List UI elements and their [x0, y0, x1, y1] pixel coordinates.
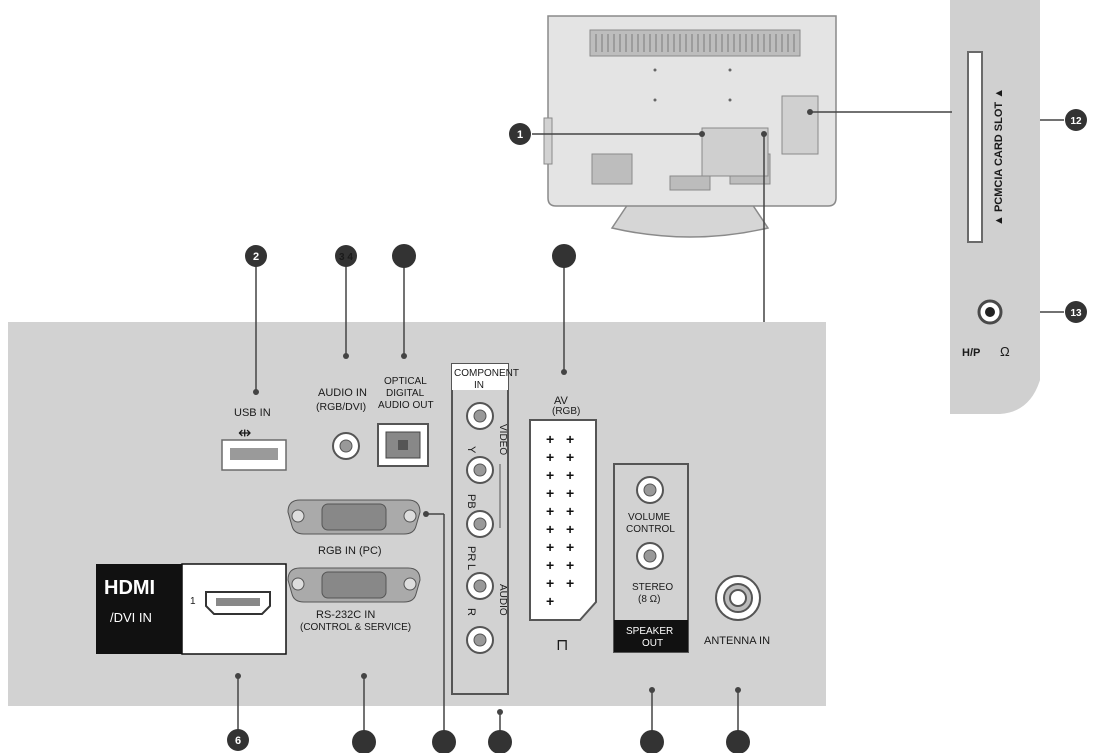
- hdmi-dvi-label: /DVI IN: [110, 610, 152, 625]
- callout-rgb: [432, 730, 456, 753]
- svg-text:+: +: [546, 431, 554, 447]
- av-sub: (RGB): [552, 406, 580, 417]
- callout-12-number: 12: [1070, 116, 1082, 127]
- svg-text:+: +: [566, 467, 574, 483]
- callout-3-4-number: 3 4: [339, 252, 353, 263]
- stereo-label-1: STEREO: [632, 582, 673, 593]
- callout-13: 13: [1065, 301, 1087, 323]
- optical-out-port: OPTICAL DIGITAL AUDIO OUT: [377, 376, 434, 467]
- comp-r-label: R: [465, 608, 477, 616]
- svg-text:+: +: [566, 557, 574, 573]
- rgb-in-label: RGB IN (PC): [318, 545, 382, 557]
- leader-lines-top: [532, 111, 1064, 322]
- hdmi-logo: HDMI: [104, 577, 155, 599]
- component-in-group: COMPONENT IN Y PB PR L R VIDEO AUDIO: [451, 363, 519, 695]
- svg-text:+: +: [546, 449, 554, 465]
- pcmcia-label: ▲ PCMCIA CARD SLOT ▲: [993, 88, 1005, 226]
- svg-text:+: +: [546, 575, 554, 591]
- comp-pb-label: PB: [465, 494, 477, 509]
- audio-in-label: AUDIO IN: [318, 387, 367, 399]
- tv-back-illustration: [543, 15, 837, 238]
- callout-3-4: 3 4: [335, 245, 357, 267]
- audio-in-sub: (RGB/DVI): [316, 401, 366, 413]
- svg-text:+: +: [566, 575, 574, 591]
- component-label-1: COMPONENT: [454, 368, 519, 379]
- callout-5: [392, 244, 416, 268]
- side-panel: ▲ PCMCIA CARD SLOT ▲ H/P Ω: [950, 0, 1040, 414]
- svg-text:+: +: [566, 521, 574, 537]
- antenna-in-port: ANTENNA IN: [704, 575, 770, 647]
- comp-y-label: Y: [465, 446, 477, 454]
- speaker-out-group: VOLUME CONTROL STEREO (8 Ω) SPEAKER OUT: [613, 463, 689, 653]
- rs232c-label: RS-232C IN: [316, 609, 375, 621]
- antenna-label: ANTENNA IN: [704, 635, 770, 647]
- comp-pr-label: PR: [465, 546, 477, 561]
- svg-text:+: +: [546, 539, 554, 555]
- svg-text:+: +: [566, 449, 574, 465]
- pcmcia-slot: [967, 51, 983, 243]
- callout-12: 12: [1065, 109, 1087, 131]
- hdmi-number: 1: [190, 596, 196, 607]
- svg-text:+: +: [566, 539, 574, 555]
- audio-in-port: AUDIO IN (RGB/DVI): [316, 387, 367, 460]
- leader-lines-panel: [237, 256, 739, 732]
- callout-13-number: 13: [1070, 308, 1082, 319]
- callout-component: [488, 730, 512, 753]
- callout-6-number: 6: [235, 735, 241, 747]
- optical-label-1: OPTICAL: [384, 376, 427, 387]
- svg-text:+: +: [546, 503, 554, 519]
- comp-audio-label: AUDIO: [497, 584, 508, 616]
- headphone-label: H/P: [962, 347, 980, 359]
- speaker-out-label-1: SPEAKER: [626, 626, 673, 637]
- hdmi-port: HDMI /DVI IN 1: [96, 563, 287, 655]
- speaker-out-label-2: OUT: [642, 638, 663, 649]
- callout-2: 2: [245, 245, 267, 267]
- svg-text:+: +: [546, 467, 554, 483]
- rs232c-sub: (CONTROL & SERVICE): [300, 622, 411, 633]
- scart-symbol-icon: ⊓: [556, 637, 568, 654]
- rs232c-port: RS-232C IN (CONTROL & SERVICE): [287, 567, 421, 633]
- callout-2-number: 2: [253, 251, 259, 263]
- optical-label-3: AUDIO OUT: [378, 400, 434, 411]
- callout-antenna: [726, 730, 750, 753]
- stereo-label-2: (8 Ω): [638, 594, 660, 605]
- rgb-in-port: RGB IN (PC): [287, 499, 421, 557]
- svg-text:+: +: [546, 521, 554, 537]
- svg-text:+: +: [566, 485, 574, 501]
- callout-6: 6: [227, 729, 249, 751]
- optical-label-2: DIGITAL: [386, 388, 425, 399]
- usb-icon: ⇹: [238, 425, 251, 442]
- comp-video-label: VIDEO: [497, 424, 508, 455]
- svg-text:+: +: [566, 431, 574, 447]
- callout-1: 1: [509, 123, 531, 145]
- callout-av: [552, 244, 576, 268]
- usb-port: USB IN ⇹: [221, 407, 287, 471]
- volume-label-1: VOLUME: [628, 512, 671, 523]
- av-scart-port: AV (RGB) + + + + + + + + + + + + + + + + + + + ⊓: [529, 395, 597, 654]
- callout-1-number: 1: [517, 129, 523, 141]
- component-label-2: IN: [474, 380, 484, 391]
- callout-badges: 1 2 3 4 6 12 13: [227, 109, 1087, 753]
- callout-rs232: [352, 730, 376, 753]
- comp-l-label: L: [465, 564, 477, 570]
- av-label: AV: [554, 395, 569, 407]
- headphone-icon: Ω: [1000, 344, 1010, 359]
- callout-speaker: [640, 730, 664, 753]
- svg-text:+: +: [546, 593, 554, 609]
- svg-text:+: +: [546, 485, 554, 501]
- volume-label-2: CONTROL: [626, 524, 675, 535]
- svg-text:+: +: [546, 557, 554, 573]
- svg-text:+: +: [566, 503, 574, 519]
- usb-label: USB IN: [234, 407, 271, 419]
